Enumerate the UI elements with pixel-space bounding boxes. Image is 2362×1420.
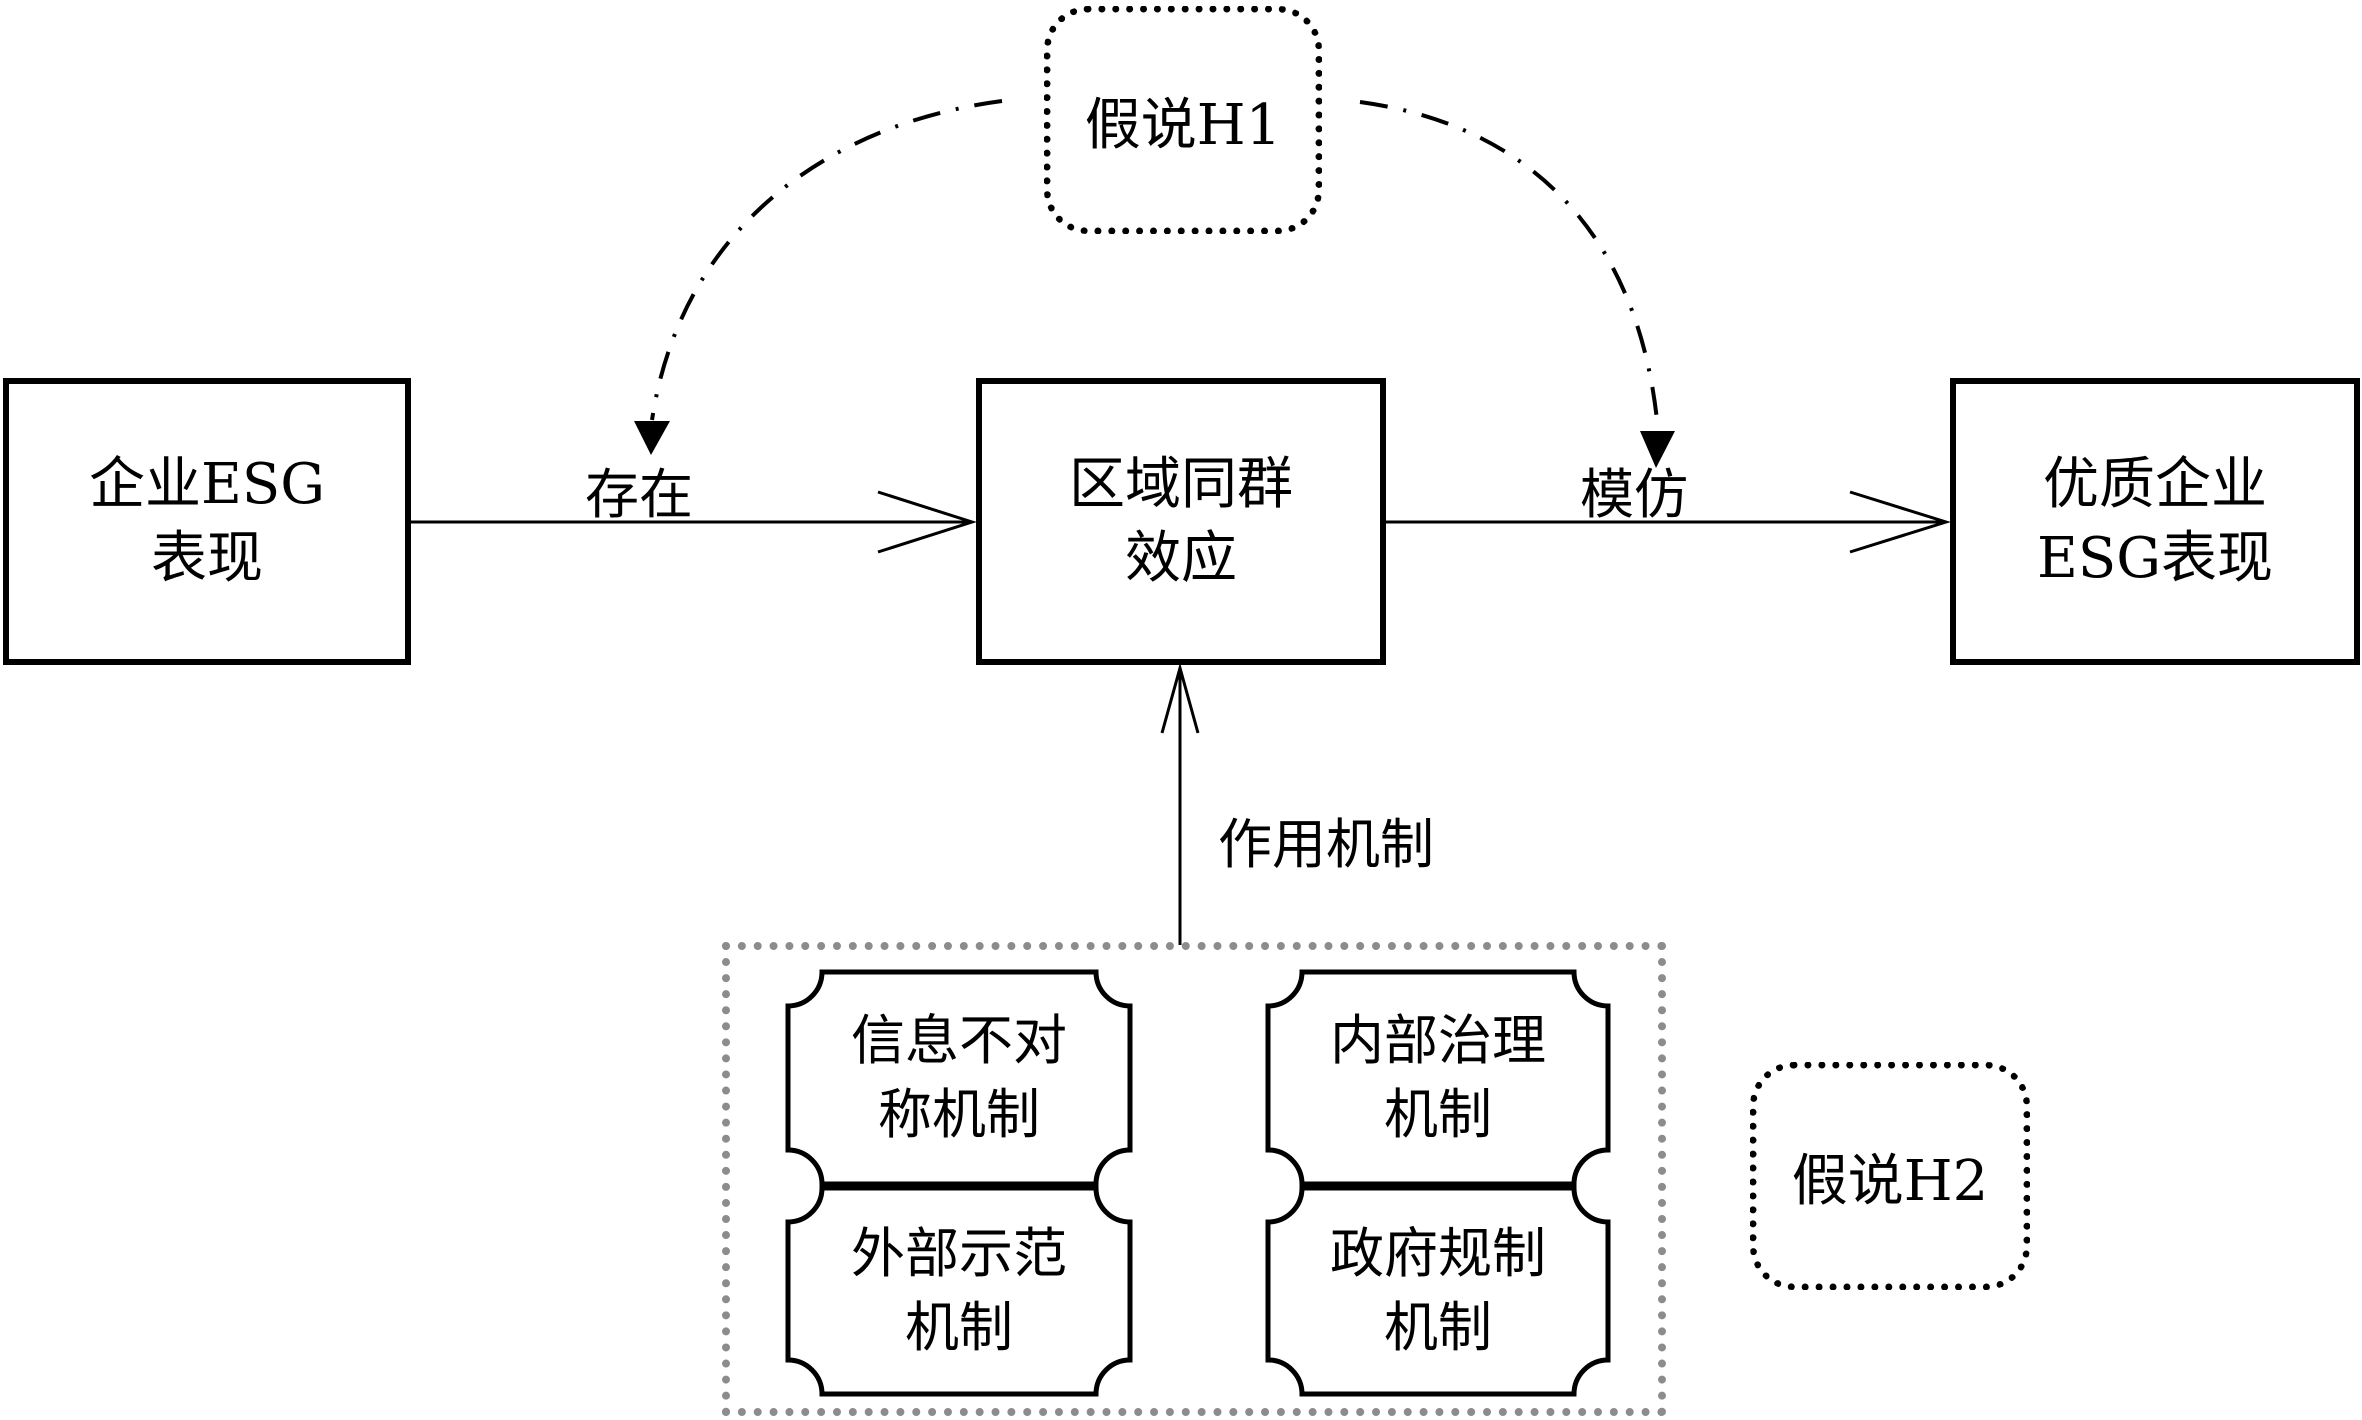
mechanism-external-demonstration: 外部示范 机制: [851, 1222, 1067, 1359]
mechanism-box-shape-3: [785, 1185, 1133, 1397]
h1-arrowhead-right: [1640, 431, 1675, 468]
mechanism-box-shape-2: [1265, 969, 1611, 1187]
edge-mechanism-label: 作用机制: [1218, 813, 1434, 876]
node-peer-effect-label: 区域同群 效应: [1069, 451, 1293, 591]
mechanism-government-regulation: 政府规制 机制: [1330, 1222, 1546, 1359]
mechanism-shapes: [785, 969, 1611, 1397]
node-firm-esg: 企业ESG 表现: [3, 378, 411, 665]
hypothesis-h2-label: 假说H2: [1791, 1148, 1989, 1214]
mechanism-box-shape-1: [785, 969, 1133, 1187]
h1-curve-left: [650, 99, 1003, 421]
node-quality-firm-esg-label: 优质企业 ESG表现: [2037, 451, 2273, 591]
mechanism-box-shape-4: [1265, 1185, 1611, 1397]
hypothesis-h2: 假说H2: [1750, 1062, 2030, 1290]
mechanisms-group: [722, 942, 1666, 1416]
mechanism-internal-governance: 内部治理 机制: [1330, 1009, 1546, 1146]
node-quality-firm-esg: 优质企业 ESG表现: [1950, 378, 2360, 665]
edge-exist-label: 存在: [585, 463, 693, 526]
edge-imitate-label: 模仿: [1580, 463, 1688, 526]
h1-arrowhead-left: [634, 421, 670, 455]
hypothesis-h1: 假说H1: [1044, 6, 1322, 234]
h1-curve-right: [1359, 100, 1660, 431]
edge-mechanism-arrowhead: [1160, 662, 1200, 734]
node-firm-esg-label: 企业ESG 表现: [89, 451, 325, 591]
mechanism-info-asymmetry: 信息不对 称机制: [851, 1009, 1067, 1146]
edge-exist-arrowhead: [877, 490, 977, 554]
edge-imitate-arrowhead: [1849, 490, 1952, 554]
hypothesis-h1-label: 假说H1: [1084, 92, 1282, 158]
node-peer-effect: 区域同群 效应: [976, 378, 1386, 665]
